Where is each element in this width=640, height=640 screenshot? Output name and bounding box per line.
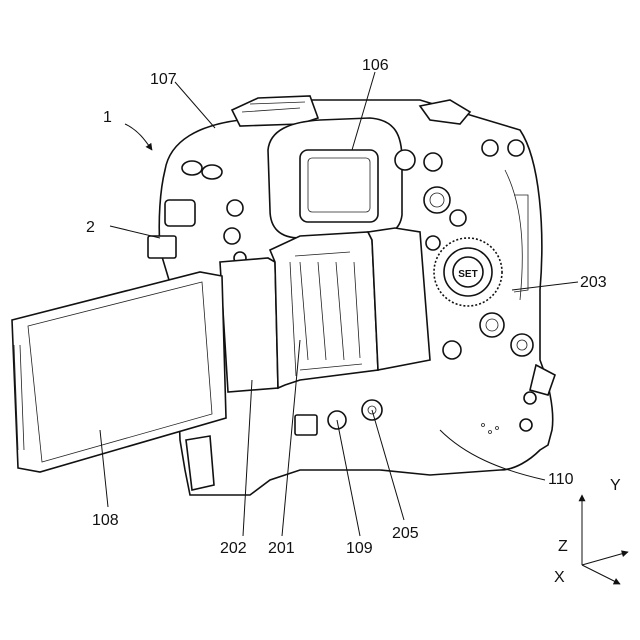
ref-1: 1 (103, 109, 112, 126)
ref-201: 201 (268, 540, 295, 557)
ref-108: 108 (92, 512, 119, 529)
viewfinder-eyecup (268, 118, 402, 238)
ref-106: 106 (362, 57, 389, 74)
ref-203: 203 (580, 274, 607, 291)
ref-109: 109 (346, 540, 373, 557)
axis-y-label: Y (610, 477, 621, 494)
ref-110: 110 (548, 471, 574, 488)
axis-z-label: Z (558, 538, 568, 555)
set-button-label: SET (458, 269, 477, 280)
ref-202: 202 (220, 540, 247, 557)
coordinate-axes: Y Z X (554, 477, 628, 586)
ref-205: 205 (392, 525, 419, 542)
ref-107: 107 (150, 71, 177, 88)
ref-2: 2 (86, 219, 95, 236)
axis-x-label: X (554, 569, 565, 586)
